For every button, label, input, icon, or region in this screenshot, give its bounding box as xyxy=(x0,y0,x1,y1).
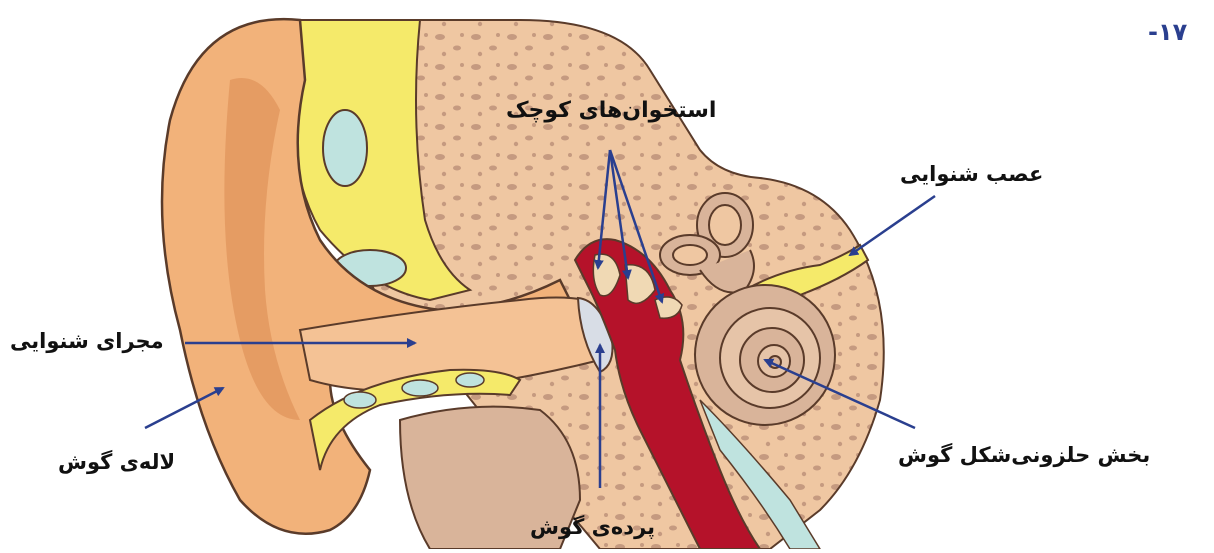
cartilage-oval-upper xyxy=(323,110,367,186)
label-cochlea: بخش حلزونی‌شکل گوش xyxy=(898,445,1150,466)
cartilage-oval-c xyxy=(456,373,484,387)
cartilage-oval-a xyxy=(344,392,376,408)
label-pinna: لاله‌ی گوش xyxy=(58,452,175,473)
label-auditory-nerve: عصب شنوایی xyxy=(900,164,1043,185)
cartilage-oval-b xyxy=(402,380,438,396)
cochlea-shape xyxy=(695,285,835,425)
label-ossicles: استخوان‌های کوچک xyxy=(506,100,716,122)
label-ear-canal: مجرای شنوایی xyxy=(10,331,164,352)
arrow-auditory-nerve xyxy=(850,196,935,255)
page-number: -۱۷ xyxy=(1148,18,1187,46)
label-eardrum: پرده‌ی گوش xyxy=(530,517,655,538)
